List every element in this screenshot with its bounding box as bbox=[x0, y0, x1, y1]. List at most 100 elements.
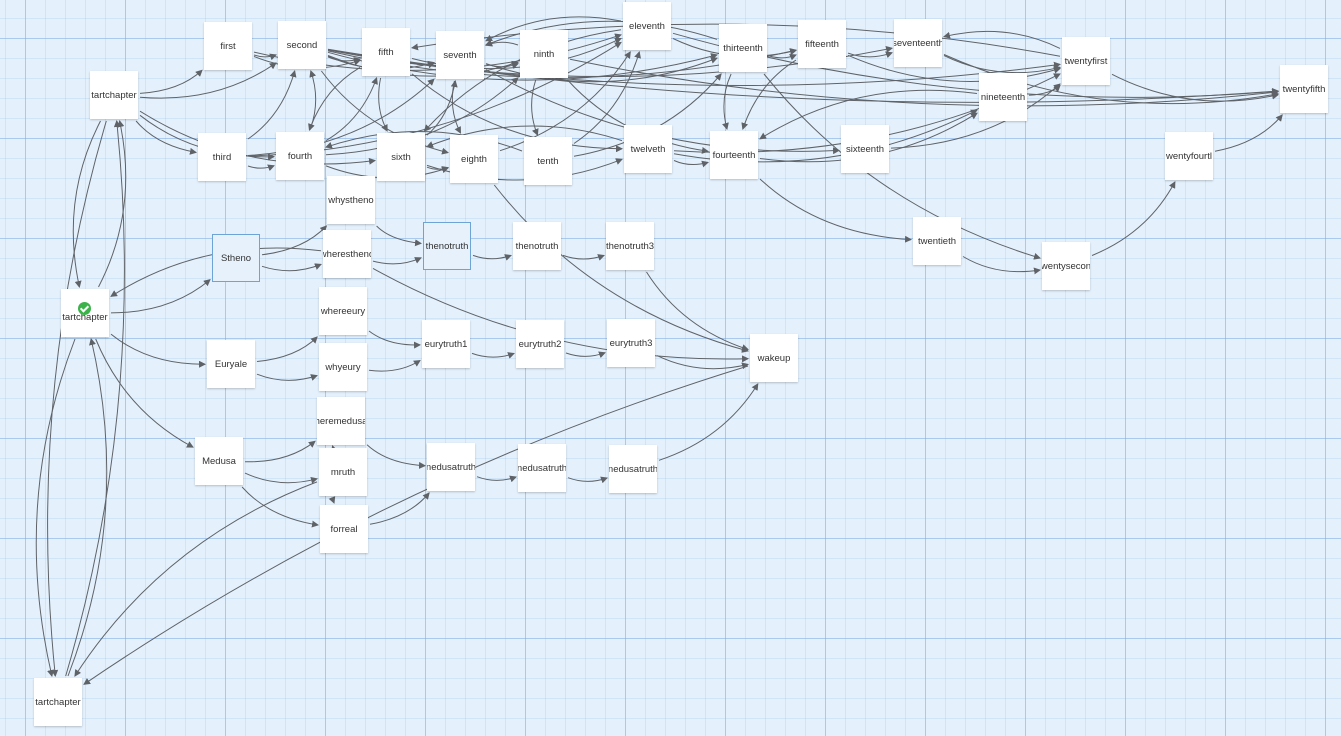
link-whereeury-to-eurytruth1 bbox=[368, 330, 421, 349]
passage-wherestheno[interactable]: wherestheno bbox=[323, 230, 371, 278]
passage-tartchapter-bottom[interactable]: tartchapter bbox=[34, 678, 82, 726]
passage-fifth[interactable]: fifth bbox=[362, 28, 410, 76]
passage-first[interactable]: first bbox=[204, 22, 252, 70]
link-twentieth-to-twentysecond bbox=[962, 256, 1041, 275]
passage-fourth[interactable]: fourth bbox=[276, 132, 324, 180]
link-second-to-ninth bbox=[327, 55, 519, 77]
passage-whystheno[interactable]: whystheno bbox=[327, 176, 375, 224]
link-tartchapter-bottom-to-tartchapter-start bbox=[67, 338, 108, 677]
passage-twelveth[interactable]: twelveth bbox=[624, 125, 672, 173]
link-fifth-to-seventh bbox=[411, 61, 435, 69]
passage-tartchapter-start[interactable]: tartchapter bbox=[61, 289, 109, 337]
passage-title: eurytruth1 bbox=[424, 338, 468, 350]
passage-eleventh[interactable]: eleventh bbox=[623, 2, 671, 50]
passage-whyeury[interactable]: whyeury bbox=[319, 343, 367, 391]
passage-thirteenth[interactable]: thirteenth bbox=[719, 24, 767, 72]
passage-second[interactable]: second bbox=[278, 21, 326, 69]
passage-stheno[interactable]: Stheno bbox=[212, 234, 260, 282]
passage-title: fourteenth bbox=[712, 149, 756, 161]
passage-tartchapter-top[interactable]: tartchapter bbox=[90, 71, 138, 119]
link-whyeury-to-eurytruth1 bbox=[368, 359, 421, 372]
passage-heremedusa[interactable]: heremedusa bbox=[317, 397, 365, 445]
link-wakeup-to-tartchapter-bottom bbox=[83, 365, 749, 685]
link-nineteenth-to-twentyfirst bbox=[1028, 84, 1061, 96]
passage-title: Stheno bbox=[220, 252, 252, 264]
link-fifteenth-to-fourteenth bbox=[741, 59, 797, 130]
passage-fifteenth[interactable]: fifteenth bbox=[798, 20, 846, 68]
passage-sixteenth[interactable]: sixteenth bbox=[841, 125, 889, 173]
passage-title: eurytruth3 bbox=[609, 337, 653, 349]
passage-medusatruth2[interactable]: nedusatruth bbox=[518, 444, 566, 492]
link-fifth-to-fourth bbox=[308, 66, 361, 131]
link-seventeenth-to-twentyfifth bbox=[943, 54, 1279, 105]
passage-thenotruth2[interactable]: thenotruth bbox=[513, 222, 561, 270]
link-forreal-to-medusatruth1 bbox=[369, 492, 430, 525]
passage-wakeup[interactable]: wakeup bbox=[750, 334, 798, 382]
passage-title: tartchapter bbox=[91, 89, 137, 101]
passage-title: fifth bbox=[378, 46, 394, 58]
passage-twentyfifth[interactable]: twentyfifth bbox=[1280, 65, 1328, 113]
link-eleventh-to-sixth bbox=[423, 29, 622, 132]
passage-eighth[interactable]: eighth bbox=[450, 135, 498, 183]
passage-seventeenth[interactable]: seventeenth bbox=[894, 19, 942, 67]
passage-twentieth[interactable]: twentieth bbox=[913, 217, 961, 265]
link-fourth-to-fifth bbox=[325, 77, 378, 142]
passage-eurytruth2[interactable]: eurytruth2 bbox=[516, 320, 564, 368]
passage-thenotruth1[interactable]: thenotruth bbox=[423, 222, 471, 270]
link-tenth-to-eleventh bbox=[573, 51, 641, 144]
link-euryale-to-whyeury bbox=[256, 373, 318, 381]
link-thirteenth-to-fourteenth bbox=[722, 73, 732, 130]
passage-title: nedusatruth bbox=[609, 463, 657, 475]
link-twentyfirst-to-twentyfifth bbox=[1111, 73, 1279, 102]
passage-twentyfirst[interactable]: twentyfirst bbox=[1062, 37, 1110, 85]
passage-title: sixteenth bbox=[845, 143, 885, 155]
passage-title: fourth bbox=[287, 150, 313, 162]
link-stheno-to-wherestheno bbox=[261, 263, 322, 272]
passage-medusatruth1[interactable]: nedusatruth bbox=[427, 443, 475, 491]
passage-twentysecond[interactable]: wentysecon bbox=[1042, 242, 1090, 290]
link-twentyfourth-to-twentyfifth bbox=[1214, 114, 1283, 152]
passage-twentyfourth[interactable]: wentyfourtl bbox=[1165, 132, 1213, 180]
link-seventeenth-to-twentyfirst bbox=[943, 55, 1061, 74]
link-eurytruth3-to-wakeup bbox=[656, 355, 749, 370]
passage-thenotruth3[interactable]: thenotruth3 bbox=[606, 222, 654, 270]
link-tartchapter-top-to-sixth bbox=[139, 110, 376, 165]
passage-mruth[interactable]: mruth bbox=[319, 448, 367, 496]
passage-nineteenth[interactable]: nineteenth bbox=[979, 73, 1027, 121]
passage-ninth[interactable]: ninth bbox=[520, 30, 568, 78]
passage-eurytruth1[interactable]: eurytruth1 bbox=[422, 320, 470, 368]
passage-euryale[interactable]: Euryale bbox=[207, 340, 255, 388]
passage-title: seventeenth bbox=[894, 37, 942, 49]
passage-medusatruth3[interactable]: nedusatruth bbox=[609, 445, 657, 493]
link-third-to-seventh bbox=[247, 78, 435, 156]
passage-forreal[interactable]: forreal bbox=[320, 505, 368, 553]
link-tartchapter-start-to-tartchapter-bottom bbox=[35, 338, 76, 677]
passage-whereeury[interactable]: whereeury bbox=[319, 287, 367, 335]
passage-title: nedusatruth bbox=[427, 461, 475, 473]
passage-third[interactable]: third bbox=[198, 133, 246, 181]
link-eleventh-to-seventh bbox=[485, 16, 622, 42]
link-tartchapter-top-to-first bbox=[139, 69, 203, 94]
passage-sixth[interactable]: sixth bbox=[377, 133, 425, 181]
passage-seventh[interactable]: seventh bbox=[436, 31, 484, 79]
passage-medusa[interactable]: Medusa bbox=[195, 437, 243, 485]
link-seventh-to-thirteenth bbox=[485, 57, 718, 83]
passage-title: twentyfirst bbox=[1064, 55, 1108, 67]
passage-title: twentieth bbox=[917, 235, 957, 247]
link-tartchapter-start-to-tartchapter-top bbox=[98, 120, 127, 288]
link-tartchapter-start-to-stheno bbox=[110, 279, 211, 314]
link-sixth-to-eighth bbox=[426, 166, 449, 173]
link-third-to-fourth bbox=[247, 164, 275, 172]
link-eurytruth1-to-eurytruth2 bbox=[471, 352, 515, 359]
passage-title: whereeury bbox=[320, 305, 366, 317]
passage-fourteenth[interactable]: fourteenth bbox=[710, 131, 758, 179]
link-ninth-to-tenth bbox=[531, 79, 539, 136]
passage-eurytruth3[interactable]: eurytruth3 bbox=[607, 319, 655, 367]
passage-tenth[interactable]: tenth bbox=[524, 137, 572, 185]
passage-title: Medusa bbox=[202, 455, 236, 467]
passage-title: forreal bbox=[330, 523, 358, 535]
passage-title: heremedusa bbox=[317, 415, 365, 427]
passage-title: third bbox=[212, 151, 232, 163]
passage-title: wentysecon bbox=[1042, 260, 1090, 272]
